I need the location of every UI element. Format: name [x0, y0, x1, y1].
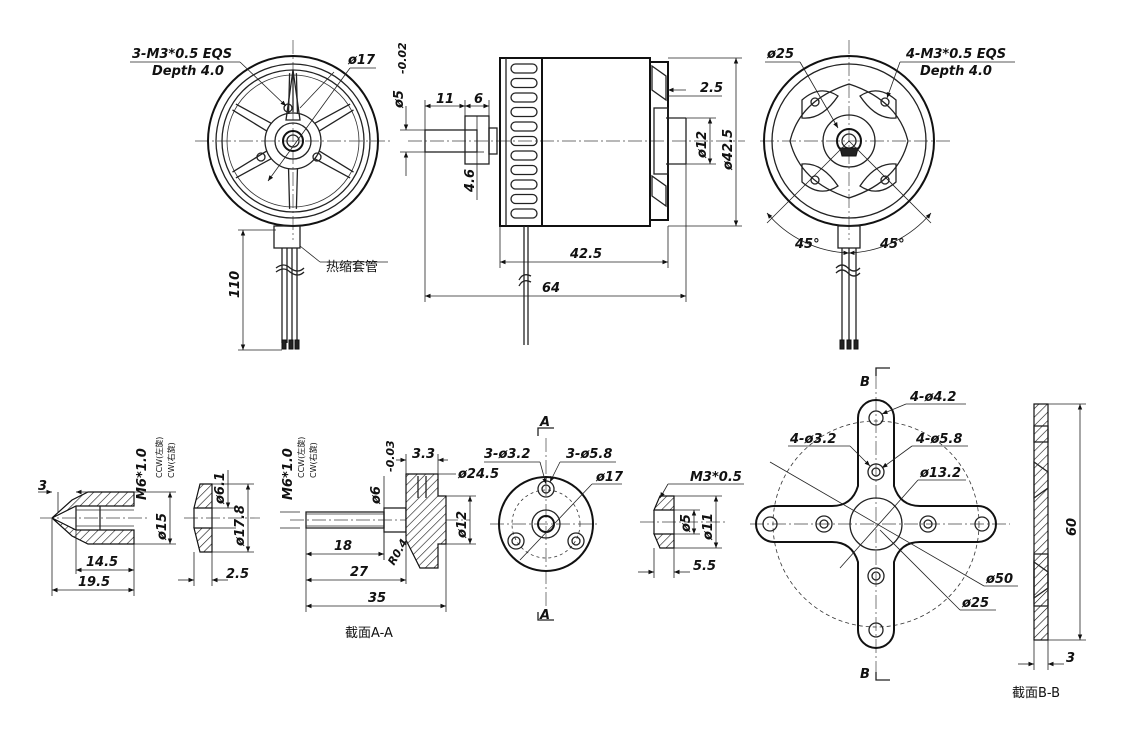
section-aa-label: 截面A-A — [345, 626, 393, 641]
rotor-spoke — [287, 168, 299, 209]
cone-thread: M6*1.0 — [135, 448, 150, 500]
mount-holes-3.2: 4-ø3.2 — [789, 432, 836, 447]
dim-11: 11 — [436, 92, 454, 107]
rear-depth-callout: Depth 4.0 — [920, 64, 992, 79]
mount-holes-4.2: 4-ø4.2 — [909, 390, 956, 405]
rotor-spoke — [314, 103, 354, 132]
adapter-dim-35: 35 — [368, 591, 386, 606]
x-mount-side-section: 60 3 截面B-B — [1012, 403, 1086, 701]
dim-dia42.5: ø42.5 — [721, 129, 736, 171]
rotor-spoke — [232, 103, 272, 132]
angle-45-right: 45° — [879, 237, 905, 252]
bell-vent-slot — [510, 106, 538, 118]
bell-vent-slot — [510, 92, 538, 103]
bell-vent-slot — [510, 164, 538, 176]
shaft-dia: ø5 — [392, 90, 407, 109]
cone-dim-14.5: 14.5 — [86, 555, 118, 570]
adapter-dia24.5: ø24.5 — [457, 467, 499, 482]
nut-thread: M3*0.5 — [690, 470, 742, 485]
adapter-thread: M6*1.0 — [281, 448, 296, 500]
adapter-dia12: ø12 — [455, 511, 470, 539]
nut-dia11: ø11 — [701, 513, 716, 541]
front-depth-callout: Depth 4.0 — [152, 64, 224, 79]
rear-thread-callout: 4-M3*0.5 EQS — [905, 47, 1006, 62]
washer-dia6.1: ø6.1 — [213, 472, 228, 505]
prop-adapter-section: M6*1.0 CCW(左旋) CW(右旋) ø6 -0.03 3.3 ø24.5… — [280, 437, 499, 641]
heat-shrink-label: 热缩套管 — [326, 259, 378, 275]
front-dia17: ø17 — [347, 53, 376, 68]
front-thread-callout: 3-M3*0.5 EQS — [132, 47, 232, 62]
bell-vent-slot — [510, 193, 538, 205]
adapter-dim-18: 18 — [334, 539, 352, 554]
adapter-cw: CW(右旋) — [308, 442, 318, 478]
dim-6: 6 — [474, 92, 483, 107]
bell-vent-slot — [510, 150, 538, 161]
mount-holes-5.8: 4-ø5.8 — [915, 432, 962, 447]
flange-a-top: A — [539, 415, 550, 430]
shaft-tol: -0.02 — [396, 42, 409, 74]
dim-4.6: 4.6 — [463, 169, 478, 193]
motor-side-view: ø5 -0.02 11 6 4.6 2.5 ø12 ø42.5 42.5 64 — [392, 42, 745, 345]
washer-section: ø6.1 ø17.8 2.5 — [178, 470, 260, 586]
bell-vent-slot — [510, 208, 538, 219]
angle-45-left: 45° — [794, 237, 820, 252]
x-mount-front: B B 4-ø4.2 4-ø3.2 4-ø5.8 ø13.2 ø50 ø25 — [750, 367, 1018, 682]
lead-length-110: 110 — [228, 271, 243, 298]
rotor-spoke — [232, 150, 272, 179]
prop-flange-front: A A 3-ø3.2 3-ø5.8 ø17 — [484, 415, 624, 623]
washer-dia17.8: ø17.8 — [233, 505, 248, 547]
flange-holes-5.8: 3-ø5.8 — [566, 447, 612, 462]
adapter-dim-27: 27 — [350, 565, 369, 580]
cone-dim-19.5: 19.5 — [78, 575, 110, 590]
bell-vent-slot — [510, 77, 538, 89]
adapter-ccw: CCW(左旋) — [296, 437, 306, 478]
cone-dia15: ø15 — [155, 513, 170, 541]
adapter-dim-3.3: 3.3 — [412, 447, 435, 462]
adapter-dia6-tol: -0.03 — [384, 440, 397, 472]
rotor-spoke — [314, 150, 354, 179]
mount-dia50: ø50 — [985, 572, 1013, 587]
mount-dia25: ø25 — [961, 596, 989, 611]
flange-a-bottom: A — [539, 608, 550, 623]
dim-dia12: ø12 — [695, 131, 710, 159]
cone-dim-3: 3 — [38, 479, 47, 494]
mount-b-top: B — [860, 375, 870, 390]
bell-vent-slot — [510, 135, 538, 147]
dim-42.5: 42.5 — [569, 247, 602, 262]
nut-dim-5.5: 5.5 — [693, 559, 716, 574]
cone-cw: CW(右旋) — [166, 442, 176, 478]
nut-dia5: ø5 — [679, 514, 694, 533]
bell-vent-slot — [510, 121, 538, 132]
mount-side-60: 60 — [1065, 518, 1080, 536]
prop-cone-section: 3 M6*1.0 CCW(左旋) CW(右旋) ø15 14.5 19.5 — [38, 437, 176, 596]
rear-dia25: ø25 — [766, 47, 794, 62]
flange-dia17: ø17 — [595, 470, 624, 485]
bell-vent-slot — [510, 63, 538, 74]
dim-64: 64 — [542, 281, 560, 296]
cone-ccw: CCW(左旋) — [154, 437, 164, 478]
nut-section: ø5 ø11 M3*0.5 5.5 — [638, 470, 744, 578]
mount-dia13.2: ø13.2 — [919, 466, 961, 481]
dim-2.5: 2.5 — [700, 81, 723, 96]
adapter-r0.4: R0.4 — [385, 537, 410, 568]
washer-dim-2.5: 2.5 — [226, 567, 249, 582]
adapter-dia6: ø6 — [369, 486, 384, 505]
section-bb-label: 截面B-B — [1012, 686, 1060, 701]
mount-b-bottom: B — [860, 667, 870, 682]
bell-vent-slot — [510, 179, 538, 190]
rotor-spoke — [287, 73, 299, 114]
mount-side-3: 3 — [1066, 651, 1075, 666]
flange-holes-3.2: 3-ø3.2 — [484, 447, 530, 462]
motor-front-view: 3-M3*0.5 EQS Depth 4.0 ø17 热缩套管 110 — [130, 40, 390, 351]
motor-rear-view: ø25 4-M3*0.5 EQS Depth 4.0 45° 45° — [760, 40, 1015, 350]
